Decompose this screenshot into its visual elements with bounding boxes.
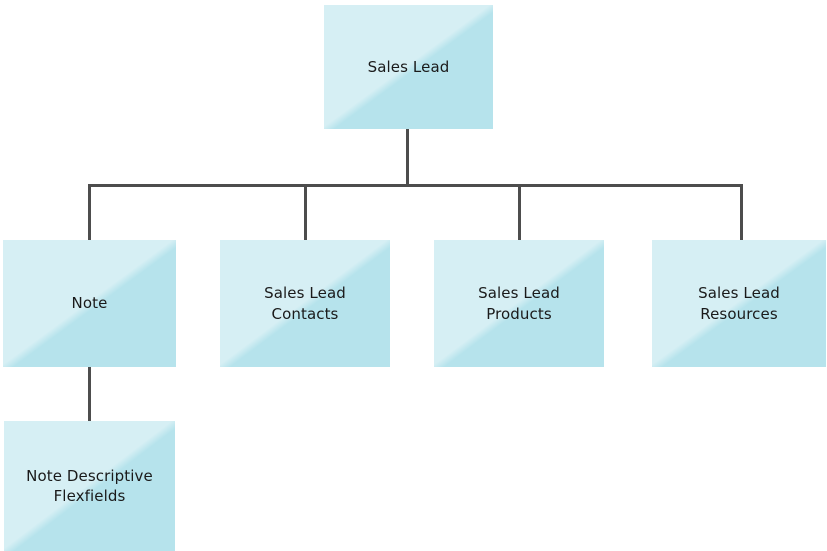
node-sales-lead-contacts[interactable]: Sales Lead Contacts [220, 240, 390, 367]
node-label-sales-lead: Sales Lead [367, 57, 450, 76]
node-label-note-descriptive-flexfields: Note Descriptive Flexfields [26, 466, 153, 505]
connector-drop-sales-lead-products [518, 184, 521, 241]
connector-sales-lead-stem [406, 129, 409, 186]
node-label-note: Note [71, 294, 108, 313]
connector-drop-sales-lead-contacts [304, 184, 307, 241]
node-label-sales-lead-contacts: Sales Lead Contacts [264, 284, 346, 323]
node-sales-lead[interactable]: Sales Lead [324, 5, 493, 129]
node-note-descriptive-flexfields[interactable]: Note Descriptive Flexfields [4, 421, 175, 551]
node-label-sales-lead-products: Sales Lead Products [478, 284, 560, 323]
connector-horizontal-bus [88, 184, 743, 187]
node-sales-lead-resources[interactable]: Sales Lead Resources [652, 240, 826, 367]
node-sales-lead-products[interactable]: Sales Lead Products [434, 240, 604, 367]
node-label-sales-lead-resources: Sales Lead Resources [698, 284, 780, 323]
node-note[interactable]: Note [3, 240, 176, 367]
connector-note-to-flexfields [88, 367, 91, 422]
connector-drop-sales-lead-resources [740, 184, 743, 241]
connector-drop-note [88, 184, 91, 241]
